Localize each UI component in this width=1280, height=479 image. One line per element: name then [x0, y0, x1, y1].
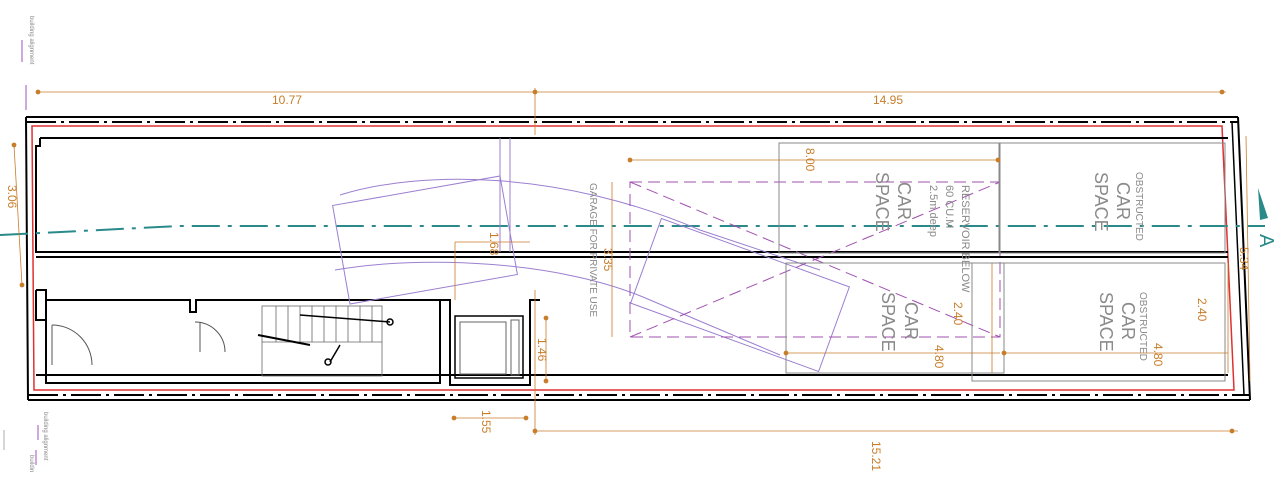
dim-stair-gap: 1.46: [535, 338, 549, 362]
car-space-2-line1: CAR: [901, 302, 921, 340]
car-space-obstructed-1-line2: CAR: [1113, 182, 1133, 220]
dim-car-space-width: 4.80: [932, 345, 946, 369]
reservoir-label-line3: 2.5m deep: [927, 185, 939, 237]
dim-bottom-small: 1.55: [479, 410, 493, 434]
reservoir-label-line2: 60 CU.M: [943, 185, 955, 228]
dim-top-left: 10.77: [272, 93, 302, 107]
car-space-obstructed-2-line2: CAR: [1118, 302, 1138, 340]
garage-label: GARAGE FOR PRIVATE USE: [587, 183, 598, 317]
section-marker: A: [1255, 234, 1277, 248]
dim-parking-width: 8.00: [803, 148, 817, 172]
section-line: A: [0, 188, 1277, 248]
dim-left-width: 3.06: [5, 185, 19, 209]
space-labels: GARAGE FOR PRIVATE USE RESERVOIR BELOW 6…: [587, 172, 1148, 361]
car-space-1-line2: SPACE: [872, 172, 892, 232]
building-alignment-note-bottom2: buildin: [28, 455, 34, 472]
building-alignment-note-top: building alignment: [28, 16, 34, 65]
outer-walls: [25, 116, 1251, 401]
dim-right-width: 5.34: [1237, 247, 1251, 271]
dim-bottom-right: 15.21: [869, 441, 883, 471]
inner-walls: [35, 137, 1228, 386]
dim-car-space-width-right: 4.80: [1151, 343, 1165, 367]
building-alignment-note-bottom: building alignment: [42, 412, 48, 461]
vehicle-path: [332, 138, 851, 373]
car-space-obstructed-1-line1: OBSTRUCTED: [1133, 172, 1144, 241]
staircase: [257, 305, 394, 377]
dim-ramp-height: 1.68: [487, 232, 501, 256]
site-boundary: [31, 125, 1235, 391]
car-space-boxes: [778, 142, 1226, 382]
dim-ramp-width: 3.35: [601, 248, 615, 272]
building-alignment-notes: building alignment building alignment bu…: [3, 16, 48, 472]
car-space-1-line1: CAR: [894, 182, 914, 220]
dim-top-right: 14.95: [873, 93, 903, 107]
car-space-obstructed-1-line3: SPACE: [1091, 172, 1111, 232]
reservoir-label-line1: RESERVOIR BELOW: [959, 185, 971, 293]
dimension-labels: 10.77 14.95 3.06 15.21 1.55 1.46 1.68 3.…: [5, 93, 1251, 471]
door-swings: [51, 321, 226, 366]
dim-car-space-height: 2.40: [951, 302, 965, 326]
car-space-obstructed-2-line1: OBSTRUCTED: [1137, 292, 1148, 361]
dimension-lines: [11, 88, 1251, 435]
car-space-2-line2: SPACE: [878, 292, 898, 352]
parking-layout: [629, 181, 1001, 338]
car-space-obstructed-2-line3: SPACE: [1096, 292, 1116, 352]
dim-car-space-height-right: 2.40: [1195, 298, 1209, 322]
